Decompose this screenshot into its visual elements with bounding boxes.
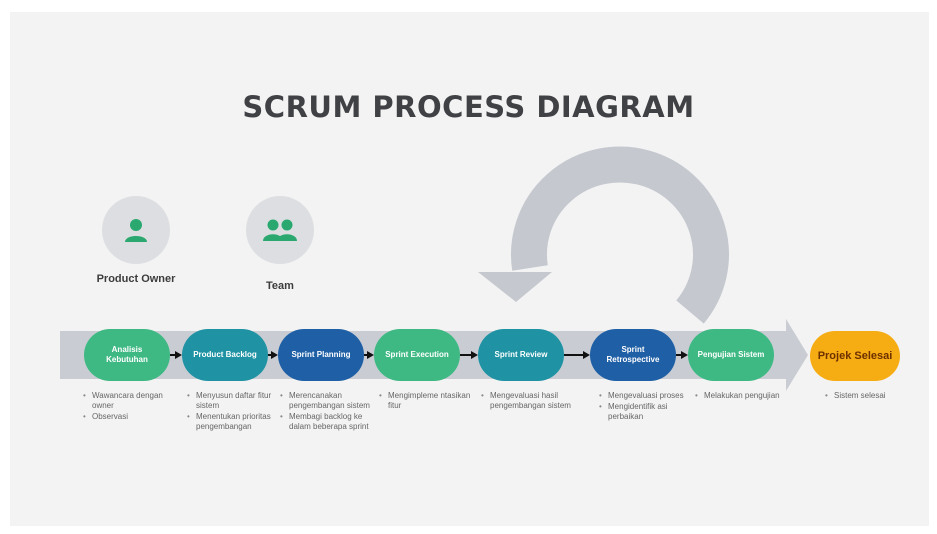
- step-projek-selesai: Projek Selesai: [810, 331, 900, 381]
- connector-line: [460, 354, 472, 356]
- step-sprint-retrospective: Sprint Retrospective: [590, 329, 676, 381]
- step-sprint-planning: Sprint Planning: [278, 329, 364, 381]
- flow-band-arrowhead: [786, 319, 808, 391]
- diagram-canvas: [10, 12, 929, 526]
- detail-item: Sistem selesai: [825, 391, 924, 401]
- step-sprint-review: Sprint Review: [478, 329, 564, 381]
- step-analisis-kebutuhan-details: Wawancara dengan owner Observasi: [82, 391, 178, 423]
- user-icon: [125, 219, 147, 242]
- detail-item: Observasi: [83, 412, 178, 422]
- detail-item: Mengevaluasi proses: [599, 391, 690, 401]
- step-sprint-execution-details: Mengimpleme ntasikan fitur: [378, 391, 478, 412]
- step-pengujian-sistem-details: Melakukan pengujian: [694, 391, 786, 402]
- detail-item: Membagi backlog ke dalam beberapa sprint: [280, 412, 371, 432]
- connector-line: [676, 354, 682, 356]
- connector-line: [268, 354, 272, 356]
- detail-item: Wawancara dengan owner: [83, 391, 178, 411]
- product-owner-avatar: [102, 196, 170, 264]
- connector-line: [564, 354, 584, 356]
- page-title: SCRUM PROCESS DIAGRAM: [242, 90, 695, 124]
- step-analisis-kebutuhan: Analisis Kebutuhan: [84, 329, 170, 381]
- connector-arrowhead: [175, 351, 182, 359]
- sprint-cycle-arrow: [511, 146, 729, 324]
- detail-item: Melakukan pengujian: [695, 391, 786, 401]
- step-sprint-retrospective-details: Mengevaluasi proses Mengidentifik asi pe…: [598, 391, 690, 423]
- connector-arrowhead: [271, 351, 278, 359]
- group-icon: [263, 219, 297, 241]
- team-label: Team: [266, 280, 294, 292]
- detail-item: Mengimpleme ntasikan fitur: [379, 391, 478, 411]
- connector-line: [364, 354, 368, 356]
- connector-arrowhead: [681, 351, 688, 359]
- detail-item: Merencanakan pengembangan sistem: [280, 391, 371, 411]
- connector-arrowhead: [367, 351, 374, 359]
- step-product-backlog: Product Backlog: [182, 329, 268, 381]
- connector-line: [170, 354, 176, 356]
- connector-arrowhead: [471, 351, 478, 359]
- sprint-cycle-arrowhead: [478, 272, 552, 302]
- product-owner-label: Product Owner: [96, 273, 176, 285]
- connector-arrowhead: [583, 351, 590, 359]
- team-avatar: [246, 196, 314, 264]
- detail-item: Menentukan prioritas pengembangan: [187, 412, 282, 432]
- step-sprint-execution: Sprint Execution: [374, 329, 460, 381]
- detail-item: Menyusun daftar fitur sistem: [187, 391, 282, 411]
- detail-item: Mengevaluasi hasil pengembangan sistem: [481, 391, 580, 411]
- step-product-backlog-details: Menyusun daftar fitur sistem Menentukan …: [186, 391, 282, 433]
- step-sprint-review-details: Mengevaluasi hasil pengembangan sistem: [480, 391, 580, 412]
- step-sprint-planning-details: Merencanakan pengembangan sistem Membagi…: [279, 391, 371, 433]
- detail-item: Mengidentifik asi perbaikan: [599, 402, 690, 422]
- step-pengujian-sistem: Pengujian Sistem: [688, 329, 774, 381]
- step-projek-selesai-details: Sistem selesai: [824, 391, 924, 402]
